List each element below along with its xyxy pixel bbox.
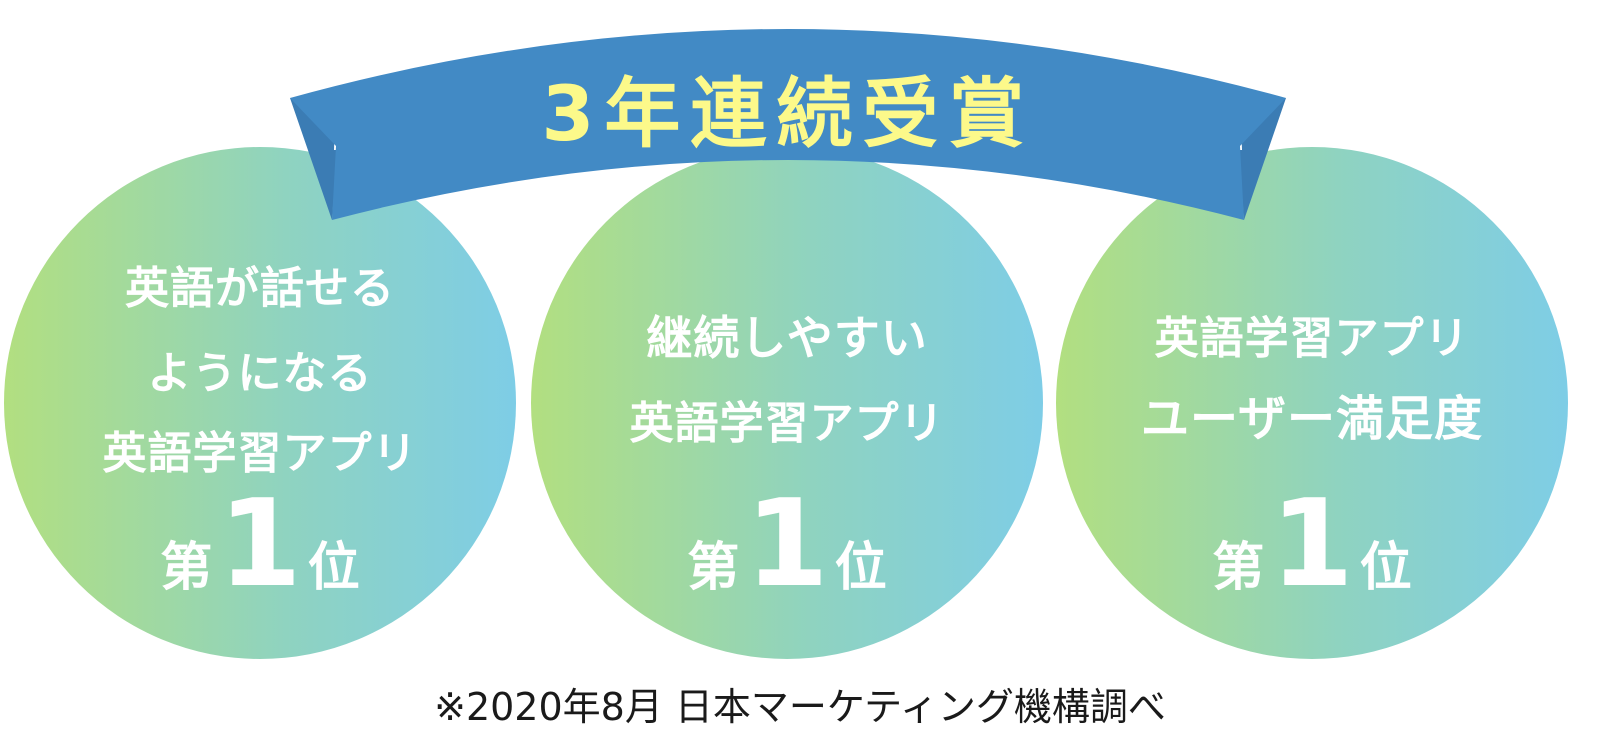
award-1-rank-prefix: 第 (160, 538, 213, 598)
award-3-rank-prefix: 第 (1212, 538, 1265, 598)
ribbon-body (290, 29, 1286, 220)
award-1-line-1: 英語が話せる (125, 263, 395, 314)
award-2-rank-number: 1 (745, 475, 829, 614)
award-1-line-2: ようになる (147, 348, 373, 399)
award-2-rank-suffix: 位 (834, 538, 887, 598)
award-2-line-2: 英語学習アプリ (629, 398, 945, 449)
award-3-line-1: 英語学習アプリ (1154, 313, 1470, 364)
award-3-rank-number: 1 (1270, 475, 1354, 614)
award-3-line-2: ユーザー満足度 (1140, 391, 1484, 447)
award-1-rank-suffix: 位 (307, 538, 360, 598)
award-2-line-1: 継続しやすい (646, 311, 928, 365)
ribbon-banner: 3年連続受賞 (290, 29, 1286, 220)
footnote: ※2020年8月 日本マーケティング機構調べ (434, 685, 1166, 729)
award-3-rank-suffix: 位 (1359, 538, 1412, 598)
award-1-rank-number: 1 (218, 475, 302, 614)
award-2-rank-prefix: 第 (687, 538, 740, 598)
award-1-line-3: 英語学習アプリ (102, 428, 418, 479)
banner-title: 3年連続受賞 (542, 69, 1035, 158)
